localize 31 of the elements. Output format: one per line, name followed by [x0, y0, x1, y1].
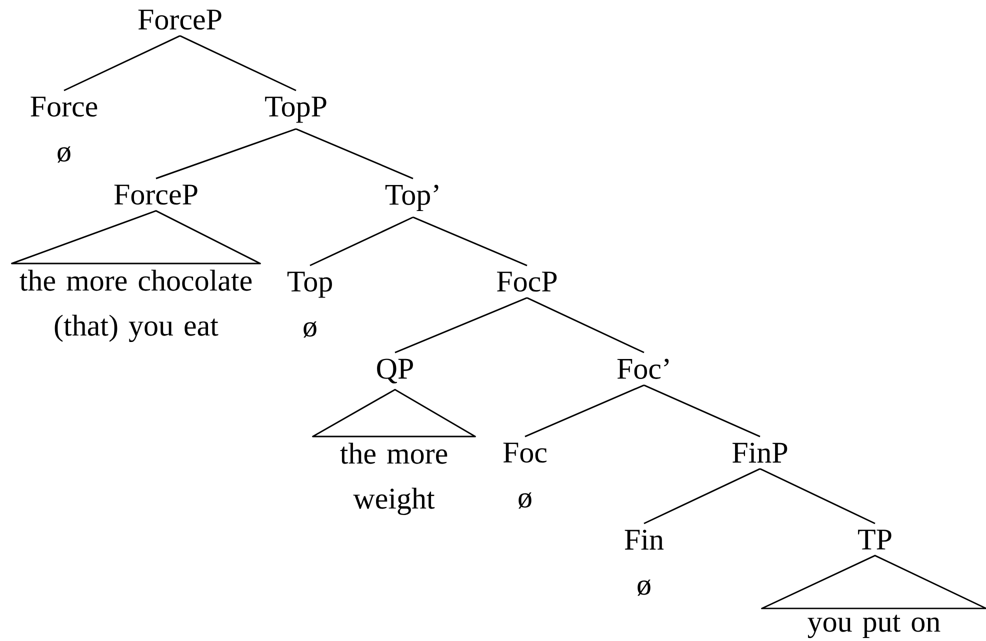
branch-line — [524, 384, 644, 438]
branch-line — [394, 297, 528, 354]
branch-line — [644, 384, 760, 438]
branch-line — [760, 468, 876, 524]
category-label: Foc ø — [503, 442, 547, 509]
branch-line — [180, 35, 296, 92]
category-label: Fin ø — [624, 530, 664, 596]
category-label: TopP — [265, 96, 326, 123]
category-label: Foc’ — [617, 358, 669, 379]
triangle — [312, 388, 476, 438]
phrase-text: you put on — [808, 614, 940, 638]
branch-line — [296, 128, 414, 180]
triangle — [761, 554, 986, 610]
branch-line — [526, 297, 644, 354]
branch-line — [64, 35, 180, 92]
category-label: QP — [377, 358, 413, 384]
category-label: TP — [858, 530, 892, 550]
category-label: FocP — [497, 272, 557, 292]
branch-line — [310, 216, 414, 266]
branch-line — [412, 216, 528, 266]
branch-line — [644, 468, 760, 524]
category-label: FinP — [732, 442, 788, 463]
phrase-text: the more chocolate (that) you eat — [20, 270, 252, 342]
category-label: Top’ — [385, 184, 438, 212]
branch-line — [156, 128, 296, 180]
category-label: ForceP — [114, 184, 198, 205]
phrase-text: the more weight — [340, 442, 448, 515]
category-label: Top ø — [287, 272, 332, 338]
category-label: Force ø — [30, 96, 98, 163]
category-label: ForceP — [138, 10, 222, 30]
triangle — [11, 210, 261, 264]
